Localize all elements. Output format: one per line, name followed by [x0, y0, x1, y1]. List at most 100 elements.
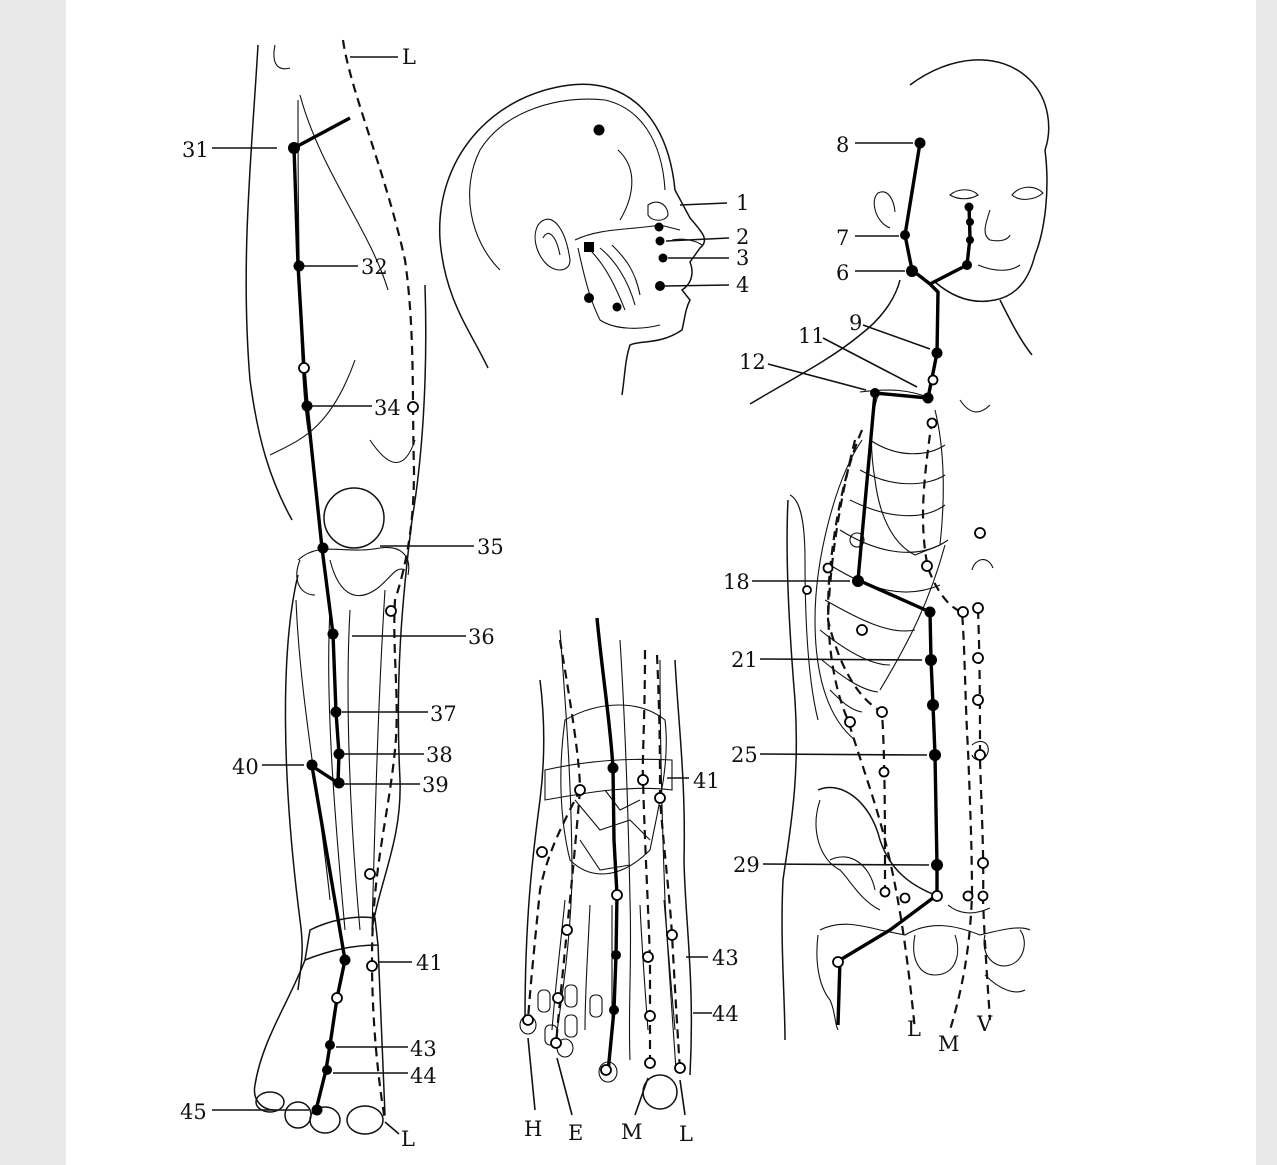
- rib-6: [824, 599, 916, 632]
- foot-lateral-outline: [524, 679, 545, 1021]
- torso-leader-9: [862, 324, 931, 350]
- torso-spleen-e: [876, 706, 888, 718]
- jaw-muscle-2: [589, 249, 626, 311]
- leg-point-36: [327, 628, 339, 640]
- foot-point-41: [607, 762, 619, 774]
- torso-label-21: 21: [731, 648, 758, 672]
- head-label-3: 3: [736, 246, 749, 270]
- leg-point-37: [330, 706, 342, 718]
- foot-point-43: [666, 929, 678, 941]
- leg-label-44: 44: [410, 1064, 437, 1088]
- torso-kidney-d: [972, 652, 984, 664]
- leg-spleen-point-a: [407, 401, 419, 413]
- leg-point-35: [317, 542, 329, 554]
- torso-kidney-g: [977, 857, 989, 869]
- leg-label-43: 43: [410, 1037, 437, 1061]
- rib-cage-side: [814, 439, 863, 741]
- torso-kidney-i: [977, 890, 989, 902]
- leg-figure: L 31 32 34 35 36 37 38 39 40 41 43 44 45…: [180, 39, 504, 1151]
- torso-label-29: 29: [733, 853, 760, 877]
- torso-dashed-meridian-v: [976, 609, 992, 1021]
- torso-leader-11: [822, 337, 918, 388]
- leg-label-37: 37: [430, 702, 457, 726]
- head-label-4: 4: [736, 273, 749, 297]
- phalanx-1: [537, 989, 551, 1013]
- leg-spleen-point-c: [364, 868, 376, 880]
- foot-point-s-end: [600, 1064, 612, 1076]
- phalanx-3: [589, 994, 603, 1018]
- toe-2: [284, 1101, 312, 1129]
- foot-dashed-meridian-l: [655, 654, 682, 1071]
- tarsal-outline: [560, 704, 667, 875]
- foot-point-h: [642, 951, 654, 963]
- abdomen-outline: [817, 786, 936, 896]
- torso-point-23: [927, 699, 939, 711]
- foot-label-44: 44: [712, 1002, 739, 1026]
- head-figure: 1 2 3 4: [439, 83, 749, 396]
- foot-point-a: [574, 784, 586, 796]
- leg-label-l-bottom: L: [401, 1127, 415, 1151]
- leg-point-34: [301, 400, 313, 412]
- leg-label-34: 34: [374, 396, 401, 420]
- toe-4: [346, 1105, 384, 1135]
- leg-label-31: 31: [182, 138, 209, 162]
- leg-label-36: 36: [468, 625, 495, 649]
- leg-label-45: 45: [180, 1100, 207, 1124]
- groin-curve: [273, 44, 291, 70]
- torso-point-7: [900, 230, 910, 240]
- torso-label-12: 12: [739, 350, 766, 374]
- torso-figure: 8 7 6 9 11 12 18 21 25 29 L M V: [723, 59, 1050, 1056]
- leg-point-39: [333, 777, 345, 789]
- face-mouth: [977, 264, 1021, 271]
- head-point-top: [593, 124, 605, 136]
- cheekbone: [574, 224, 681, 241]
- face-outline: [934, 149, 1048, 302]
- torso-kidney-e: [972, 694, 984, 706]
- torso-label-9: 9: [849, 311, 862, 335]
- torso-face-point-a: [964, 202, 974, 212]
- foot-label-41: 41: [693, 769, 720, 793]
- torso-label-11: 11: [798, 324, 825, 348]
- costal-margin: [879, 544, 946, 691]
- torso-kidney-c: [972, 602, 984, 614]
- foot-label-l: L: [679, 1122, 693, 1146]
- leg-point-33: [298, 362, 310, 374]
- torso-spleen-d: [844, 716, 856, 728]
- foot-dashed-meridian-h: [526, 639, 582, 1021]
- torso-spleen-f: [878, 766, 890, 778]
- torso-face-point-c: [966, 236, 974, 244]
- foot-stomach-meridian: [595, 617, 619, 1073]
- shin-outline: [284, 574, 303, 991]
- femur-head: [816, 934, 839, 1031]
- shoulder-line: [749, 279, 901, 405]
- foot-point-f: [561, 924, 573, 936]
- foot-point-l-end: [674, 1062, 686, 1074]
- leg-stomach-meridian: [292, 116, 351, 1111]
- phalanx-4: [564, 1014, 578, 1038]
- foot-point-e: [611, 889, 623, 901]
- foot-tendon-2: [619, 639, 632, 1061]
- leg-label-l-top: L: [402, 45, 416, 69]
- foot-leader-l: [679, 1079, 686, 1116]
- torso-label-18: 18: [723, 570, 750, 594]
- tibia-head: [329, 559, 406, 597]
- foot-point-g: [611, 950, 621, 960]
- shin-contour: [295, 599, 331, 901]
- head-leader-1: [679, 202, 728, 206]
- head-point-3: [658, 253, 668, 263]
- nipple: [849, 532, 865, 548]
- face-eye-right: [1011, 186, 1044, 200]
- ear-inner: [542, 233, 561, 256]
- torso-dashed-meridian-m: [921, 419, 974, 1031]
- face-nose: [984, 209, 1011, 242]
- toe-3: [309, 1106, 341, 1134]
- torso-point-21: [925, 654, 937, 666]
- torso-kidney-a: [974, 527, 986, 539]
- head-point-2: [655, 236, 665, 246]
- foot-dorsum: [377, 944, 386, 1116]
- foot-leader-e: [556, 1057, 573, 1116]
- foot-label-h: H: [524, 1117, 542, 1141]
- foot-point-i: [552, 992, 564, 1004]
- hip-curve: [829, 856, 876, 891]
- foot-medial-outline: [674, 659, 693, 1076]
